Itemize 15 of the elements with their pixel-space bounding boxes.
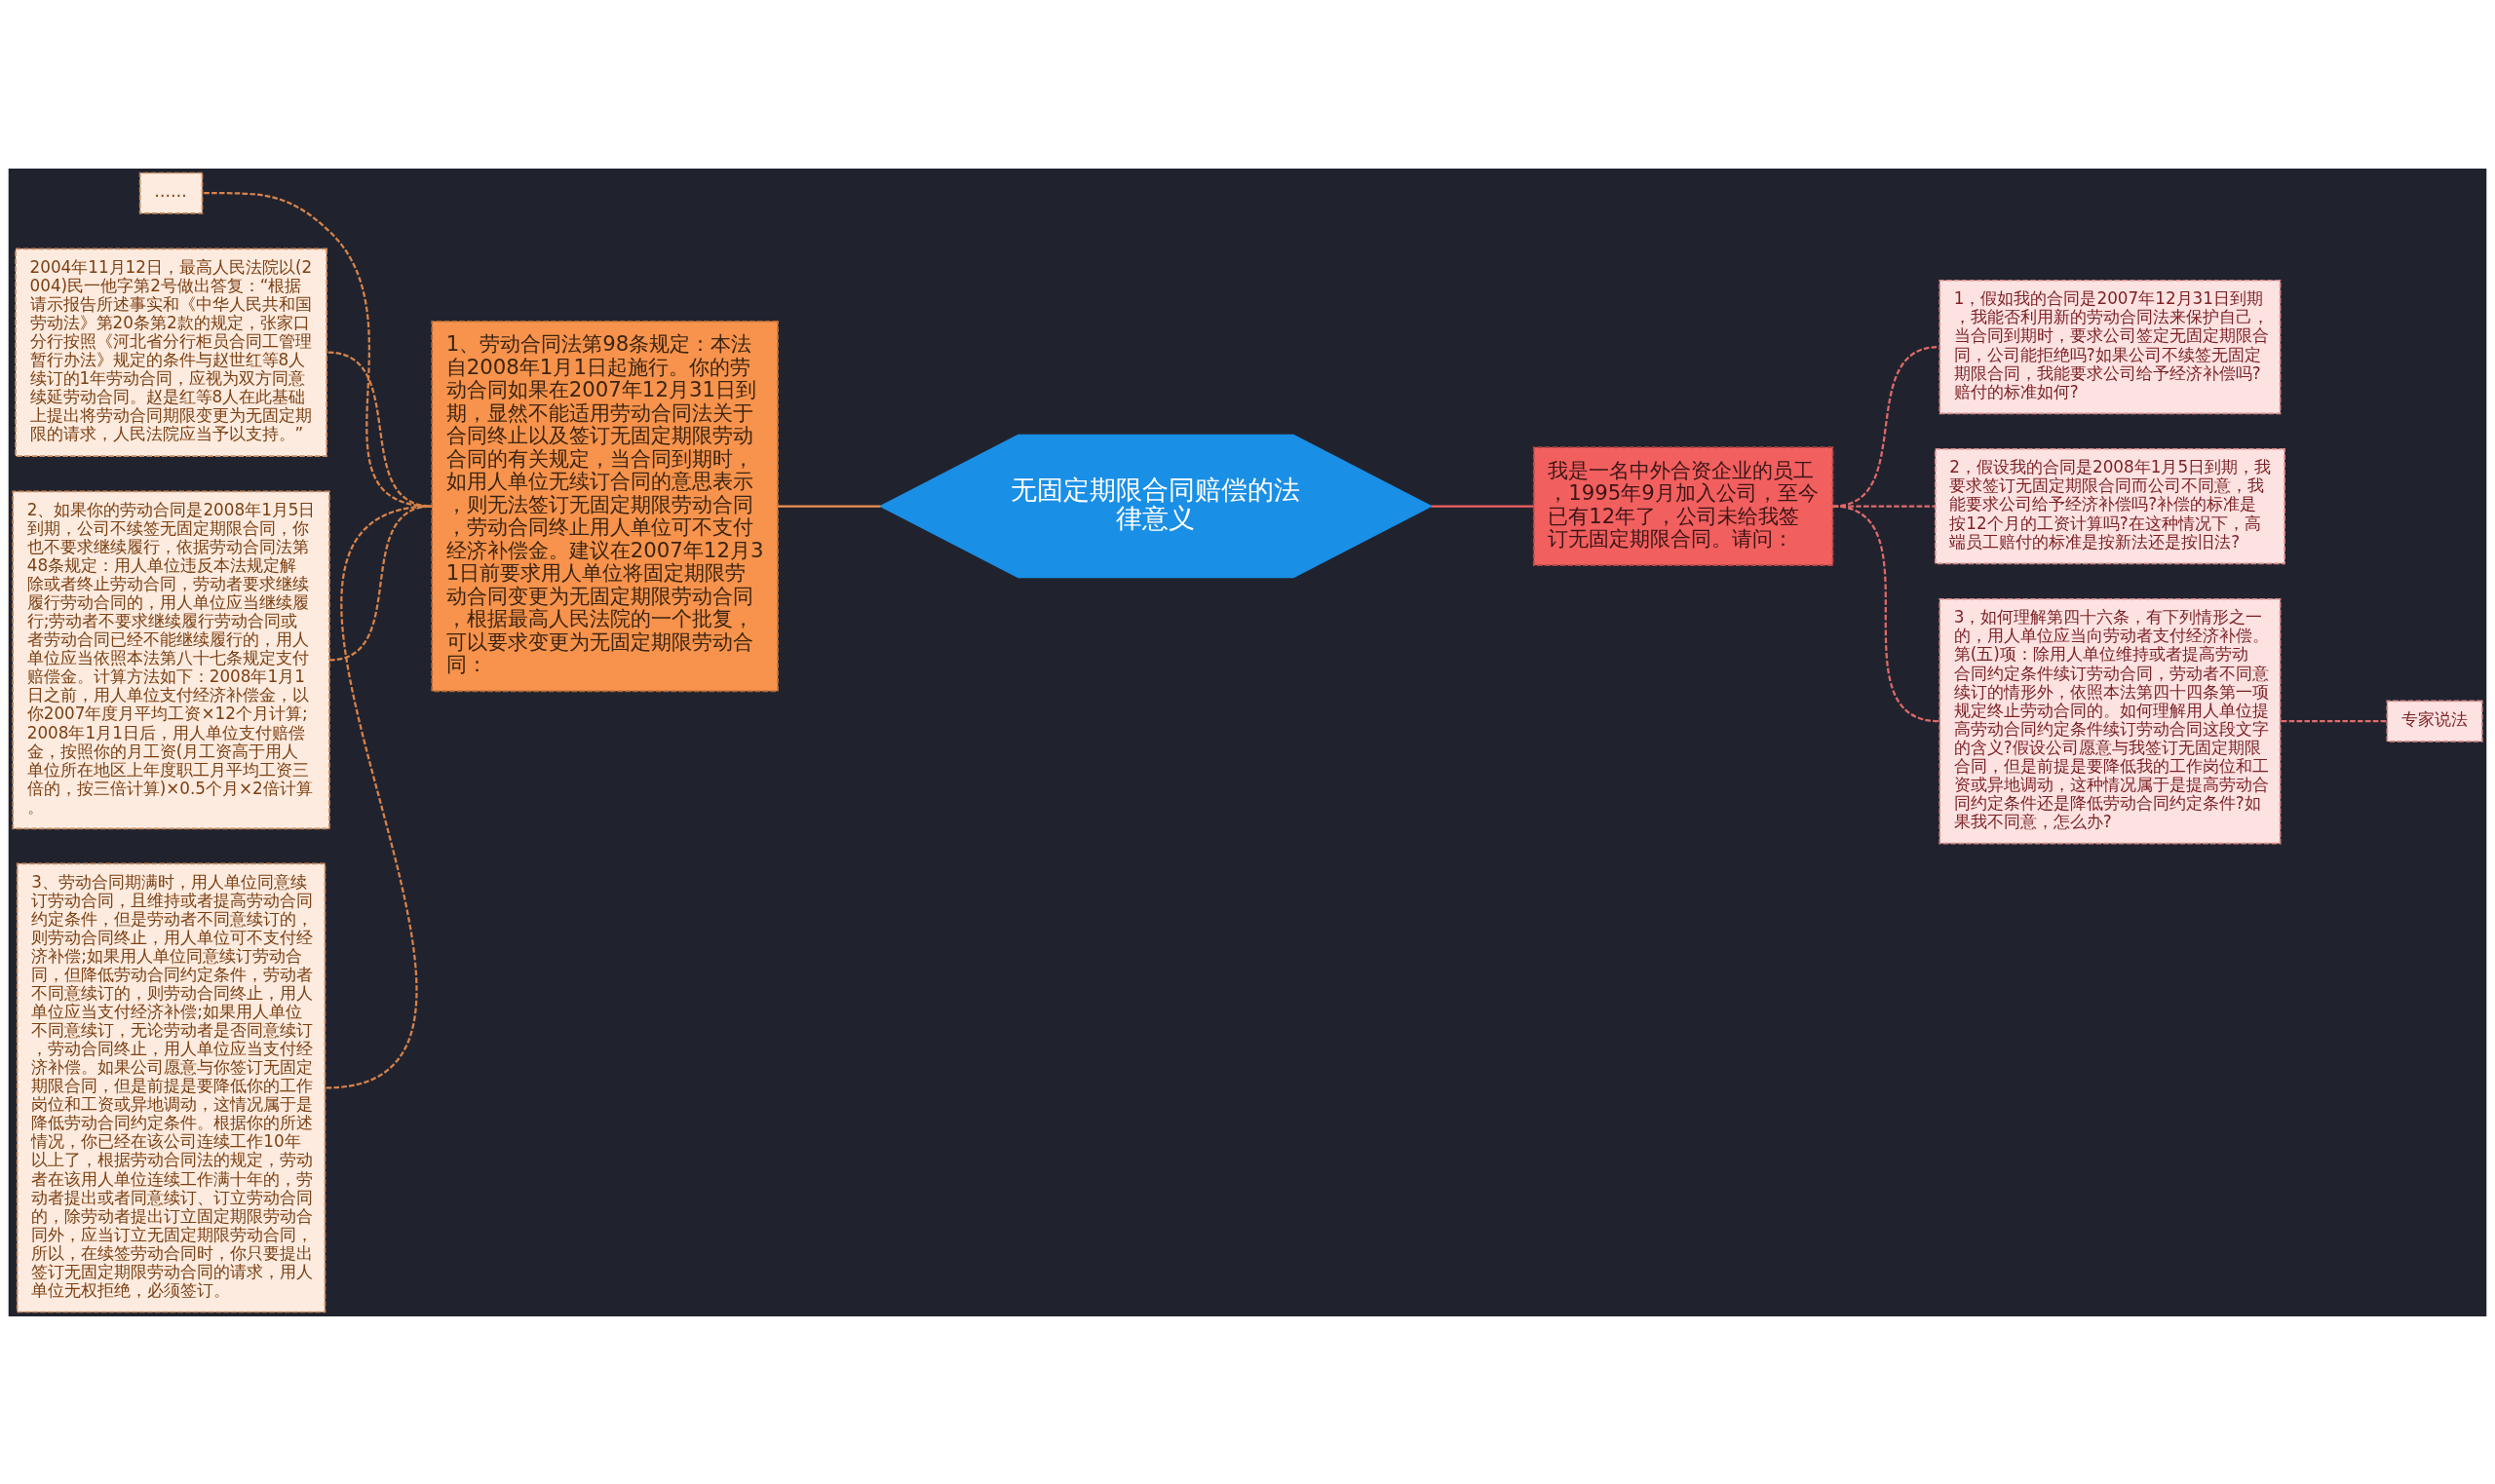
node-box: 2004年11月12日，最高人民法院以(2004)民一他字第2号做出答复：“根据请示报告所述事实和《中华人民共和国劳动法》第20条第2款的规定，张家口分行按照《河北省分行柜员合同工管理暂行办法》规定的条件与赵世红等8人续订的1年劳动合同，应视为双方同意续延劳动合同。赵是红等8人在此基础上提出将劳动合同期限变更为无固定期限的请求，人民法院应当予以支持。” [15, 247, 327, 457]
node-box: 3、劳动合同期满时，用人单位同意续订劳动合同，且维持或者提高劳动合同约定条件，但是劳动者不同意续订的，则劳动合同终止，用人单位可不支付经济补偿;如果用人单位同意续订劳动合同，但降低劳动合同约定条件，劳动者不同意续订的，则劳动合同终止，用人单位应当支付经济补偿;如果用人单位不同意续订，无论劳动者是否同意续订，劳动合同终止，用人单位应当支付经济补偿。如果公司愿意与你签订无固定期限合同，但是前提是要降低你的工作岗位和工资或异地调动，这情况属于是降低劳动合同约定条件。根据你的所述情况，你已经在该公司连续工作10年以上了，根据劳动合同法的规定，劳动者在该用人单位连续工作满十年的，劳动者提出或者同意续订、订立劳动合同的，除劳动者提出订立固定期限劳动合同外，应当订立无固定期限劳动合同，所以，在续签劳动合同时，你只要提出签订无固定期限劳动合同的请求，用人单位无权拒绝，必须签订。 [16, 861, 326, 1313]
node-box: 专家说法 [2386, 700, 2483, 742]
node-box: 3，如何理解第四十六条，有下列情形之一的，用人单位应当向劳动者支付经济补偿。第(五)项：除用人单位维持或者提高劳动合同约定条件续订劳动合同，劳动者不同意续订的情形外，依照本法第四十四条第一项规定终止劳动合同的。如何理解用人单位提高劳动合同约定条件续订劳动合同这段文字的含义?假设公司愿意与我签订无固定期限合同，但是前提是要降低我的工作岗位和工资或异地调动，这种情况属于是提高劳动合同约定条件还是降低劳动合同约定条件?如果我不同意，怎么办? [1938, 597, 2282, 844]
connector [326, 504, 433, 1088]
node-box: 1，假如我的合同是2007年12月31日到期，我能否利用新的劳动合同法来保护自己，当合同到期时，要求公司签定无固定期限合同，公司能拒绝吗?如果公司不续签无固定期限合同，我能要求公司给予经济补偿吗?赔付的标准如何? [1938, 279, 2282, 414]
node-box: 2、如果你的劳动合同是2008年1月5日到期，公司不续签无固定期限合同，你也不要求继续履行，依据劳动合同法第48条规定：用人单位违反本法规定解除或者终止劳动合同，劳动者要求继续履行劳动合同的，用人单位应当继续履行;劳动者不要求继续履行劳动合同或者劳动合同已经不能继续履行的，用人单位应当依照本法第八十七条规定支付赔偿金。计算方法如下：2008年1月1日之前，用人单位支付经济补偿金，以你2007年度月平均工资×12个月计算;2008年1月1日后，用人单位支付赔偿金，按照你的月工资(月工资高于用人单位所在地区上年度职工月平均工资三倍的，按三倍计算)×0.5个月×2倍计算。 [12, 490, 330, 829]
connector [778, 504, 881, 508]
connector [1431, 504, 1534, 508]
connector [2281, 719, 2388, 722]
node-box: 1、劳动合同法第98条规定：本法自2008年1月1日起施行。你的劳动合同如果在2007年12月31日到期，显然不能适用劳动合同法关于合同终止以及签订无固定期限劳动合同的有关规定，当合同到期时，如用人单位无续订合同的意思表示，则无法签订无固定期限劳动合同，劳动合同终止用人单位可不支付经济补偿金。建议在2007年12月31日前要求用人单位将固定期限劳动合同变更为无固定期限劳动合同，根据最高人民法院的一个批复，可以要求变更为无固定期限劳动合同： [431, 320, 779, 692]
node-box: …… [138, 171, 204, 214]
node-box: 2，假设我的合同是2008年1月5日到期，我要求签订无固定期限合同而公司不同意，我能要求公司给予经济补偿吗?补偿的标准是按12个月的工资计算吗?在这种情况下，高端员工赔付的标准是按新法还是按旧法? [1934, 447, 2285, 564]
node-box: 我是一名中外合资企业的员工，1995年9月加入公司，至今已有12年了，公司未给我签订无固定期限合同。请问： [1532, 445, 1834, 566]
connector [1832, 504, 1939, 722]
